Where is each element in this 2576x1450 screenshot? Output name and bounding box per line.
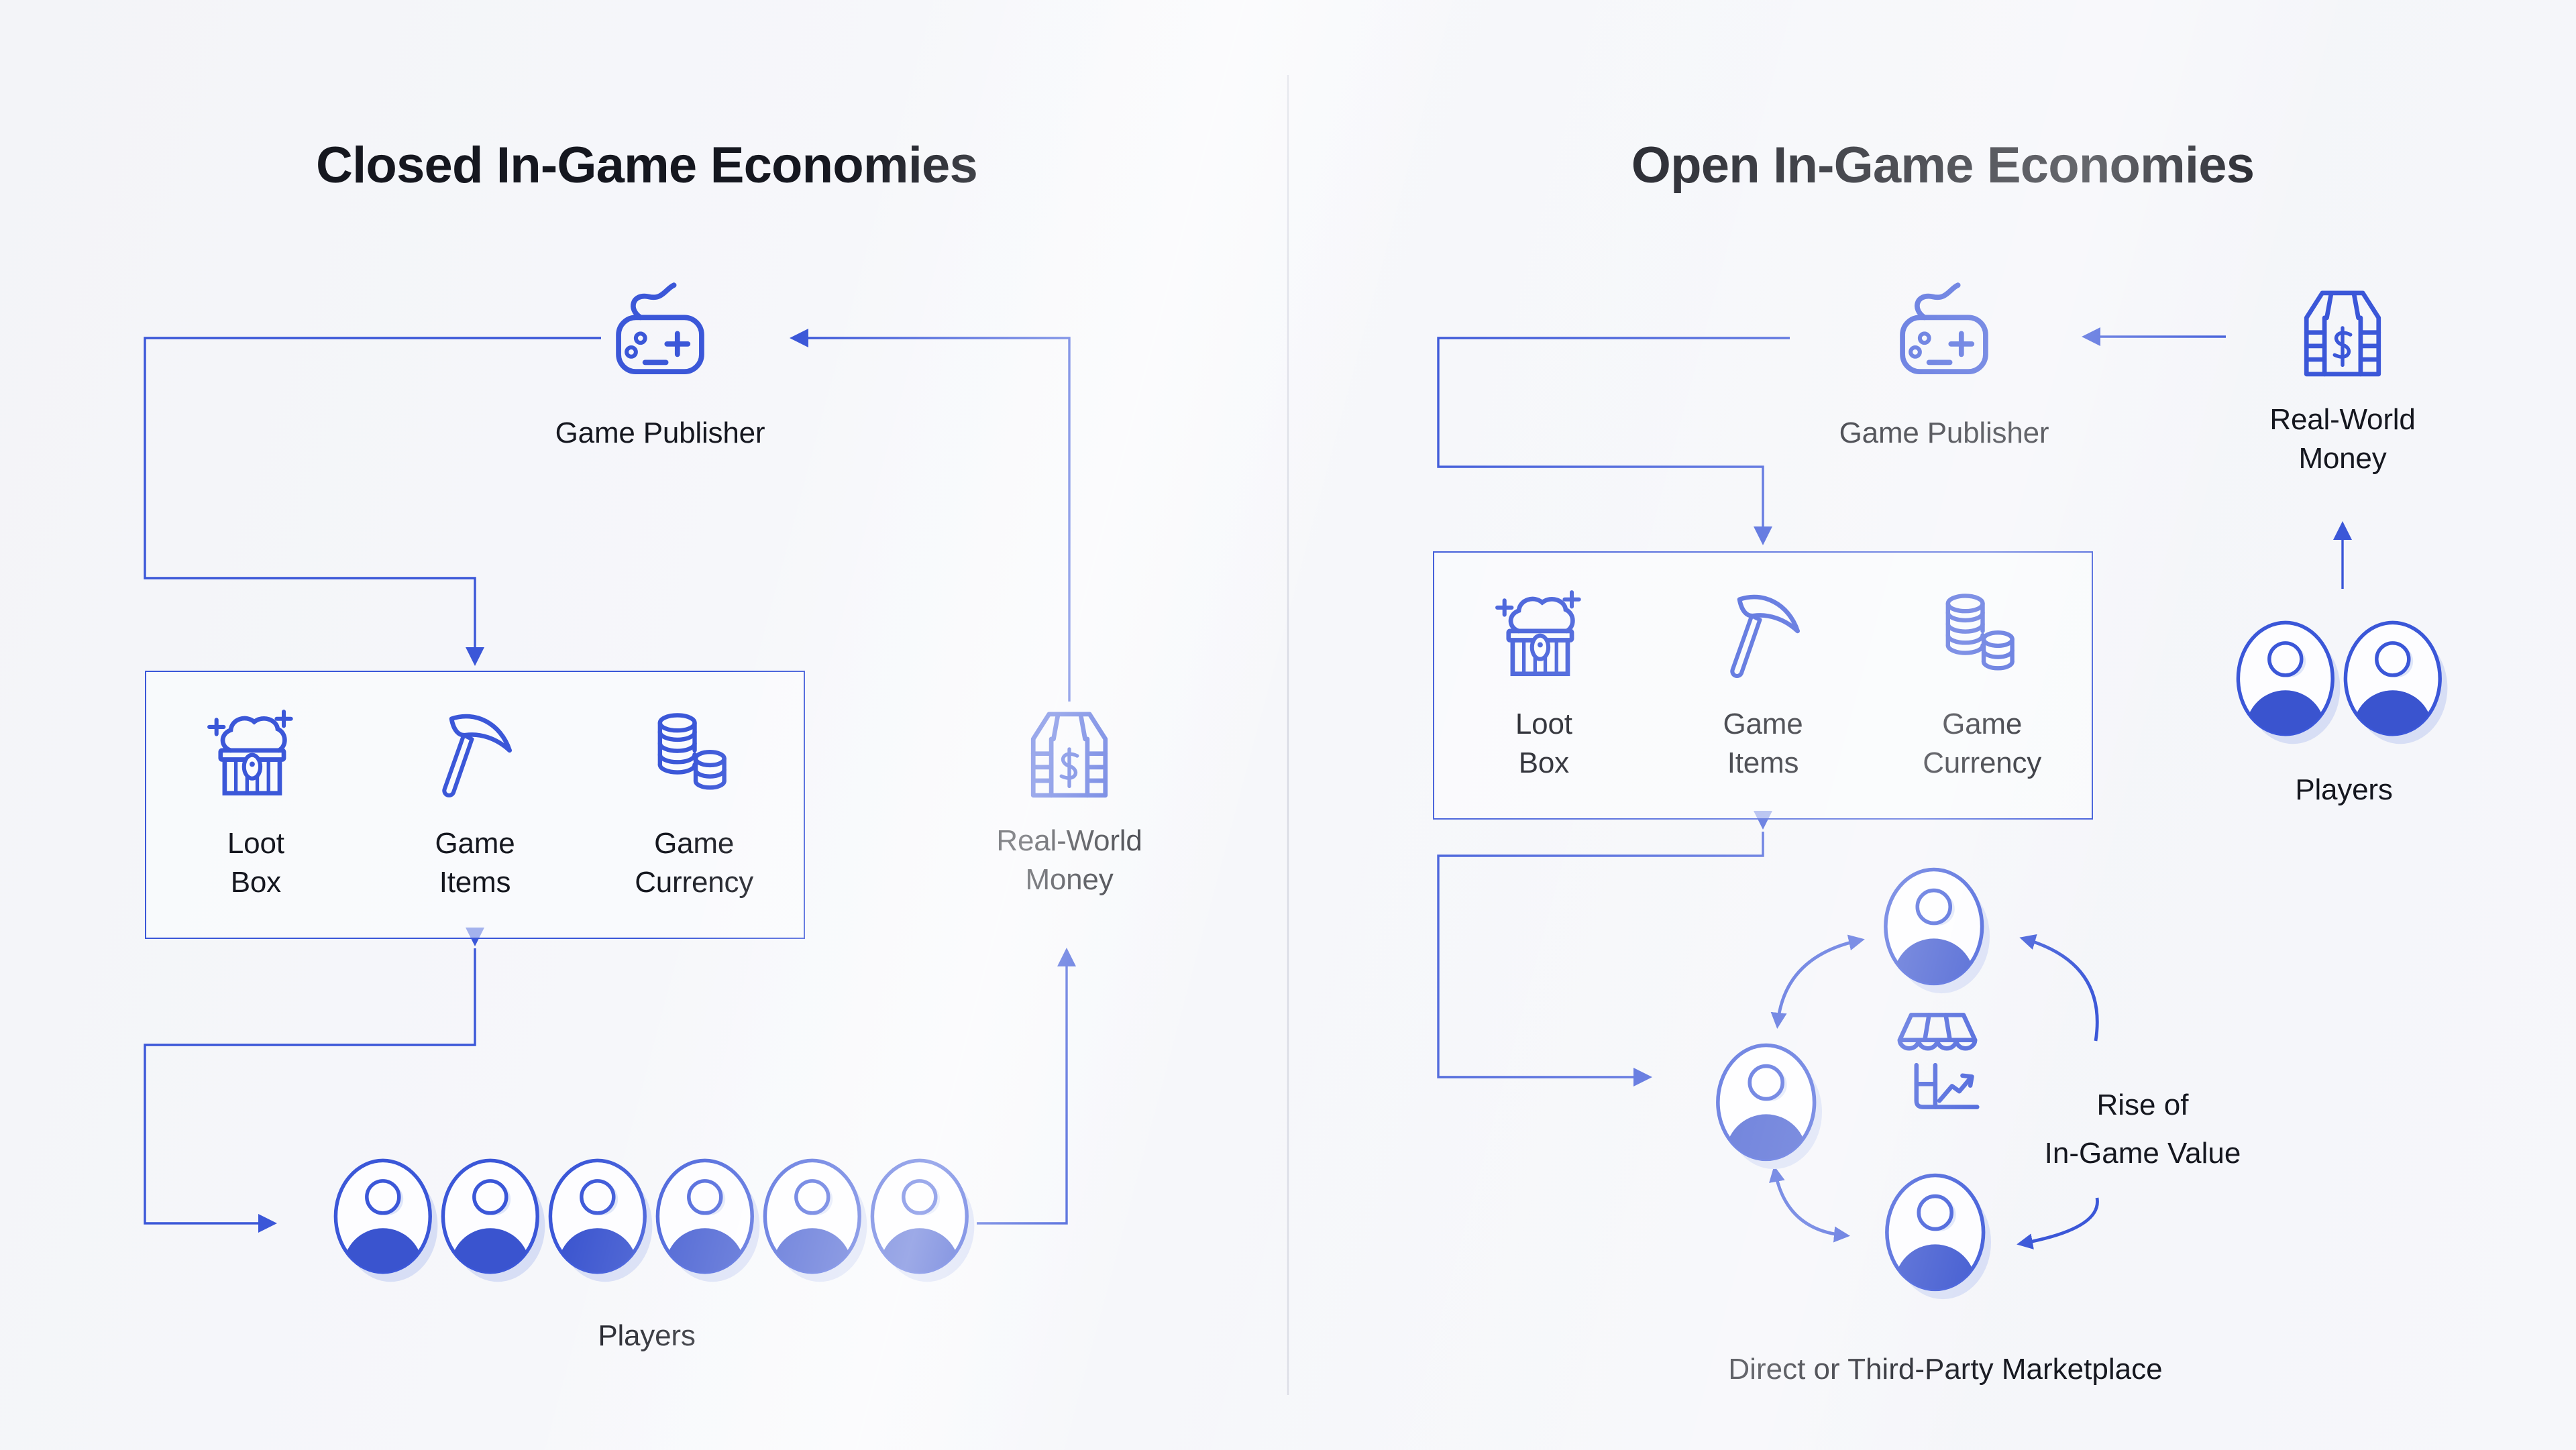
player-avatar-icon xyxy=(439,1156,546,1285)
cycle-arrow-top-right xyxy=(2019,934,2099,1042)
right-game-publisher-label: Game Publisher xyxy=(1839,416,2049,449)
right-currency-label-1: Game xyxy=(1942,707,2023,740)
player-avatar-icon xyxy=(761,1156,868,1285)
gamepad-icon xyxy=(1886,282,2002,397)
left-players-label: Players xyxy=(598,1319,696,1352)
right-real-world-money: Real-World Money xyxy=(2141,279,2544,478)
trader-avatar-top xyxy=(1881,865,1991,997)
left-loot-label-1: Loot xyxy=(227,826,284,860)
right-currency-label-2: Currency xyxy=(1923,746,2042,779)
treasure-chest-icon xyxy=(1493,586,1595,688)
left-items-label-2: Items xyxy=(439,865,511,899)
right-panel-title: Open In-Game Economies xyxy=(1631,138,2255,195)
player-avatar-icon xyxy=(331,1156,439,1285)
right-items-label-2: Items xyxy=(1727,746,1799,779)
right-players-label: Players xyxy=(2295,773,2393,806)
annotation-line-2: In-Game Value xyxy=(2044,1136,2241,1170)
left-game-publisher-label: Game Publisher xyxy=(555,416,765,449)
left-currency-label-1: Game xyxy=(654,826,735,860)
right-loot-box-item: Loot Box xyxy=(1434,553,1654,818)
pickaxe-icon xyxy=(1712,586,1814,688)
coin-stack-icon xyxy=(643,706,745,807)
right-money-label-1: Real-World xyxy=(2269,402,2416,436)
left-game-currency-item: Game Currency xyxy=(584,672,804,938)
right-game-currency-item: Game Currency xyxy=(1872,553,2092,818)
right-game-items-item: Game Items xyxy=(1654,553,1873,818)
left-money-label-2: Money xyxy=(1025,862,1114,896)
left-real-world-money: Real-World Money xyxy=(868,700,1271,899)
left-game-items-item: Game Items xyxy=(366,672,585,938)
right-goods-box: Loot Box Game Items Game Currency xyxy=(1433,551,2093,820)
annotation-line-1: Rise of xyxy=(2096,1088,2189,1121)
cycle-arrow-bottom-right xyxy=(2017,1197,2099,1249)
avatar-icon xyxy=(1713,1041,1823,1172)
right-loot-label-2: Box xyxy=(1518,746,1569,779)
player-avatar-icon xyxy=(868,1156,975,1285)
player-avatar-icon xyxy=(653,1156,761,1285)
pickaxe-icon xyxy=(424,706,526,807)
avatar-icon xyxy=(1881,865,1991,997)
banknote-stack-icon xyxy=(1013,700,1126,805)
right-game-publisher: Game Publisher xyxy=(1743,282,2145,452)
left-game-publisher: Game Publisher xyxy=(459,282,861,452)
trader-avatar-left xyxy=(1713,1041,1823,1172)
coin-stack-icon xyxy=(1931,586,2033,688)
rise-in-game-value-annotation: Rise of In-Game Value xyxy=(1941,1081,2344,1178)
cycle-arrow-top-left xyxy=(1770,934,1865,1029)
left-money-label-1: Real-World xyxy=(996,824,1142,857)
gamepad-icon xyxy=(602,282,718,397)
right-money-label-2: Money xyxy=(2298,441,2387,475)
avatar-icon xyxy=(1882,1171,1992,1302)
left-items-label-1: Game xyxy=(435,826,515,860)
marketplace-caption: Direct or Third-Party Marketplace xyxy=(1728,1352,2163,1386)
right-loot-label-1: Loot xyxy=(1515,707,1572,740)
player-avatar-icon xyxy=(546,1156,653,1285)
right-items-label-1: Game xyxy=(1723,707,1803,740)
cycle-arrow-bottom-left xyxy=(1769,1166,1850,1243)
treasure-chest-icon xyxy=(205,706,307,807)
left-currency-label-2: Currency xyxy=(635,865,754,899)
banknote-stack-icon xyxy=(2286,279,2399,384)
left-loot-box-item: Loot Box xyxy=(146,672,366,938)
player-avatar-icon xyxy=(2341,618,2449,747)
left-players-row xyxy=(331,1156,975,1285)
left-loot-label-2: Box xyxy=(230,865,281,899)
trader-avatar-bottom xyxy=(1882,1171,1992,1302)
left-goods-box: Loot Box Game Items Game Currency xyxy=(145,671,805,939)
player-avatar-icon xyxy=(2234,618,2341,747)
arrow-publisher-to-box-right xyxy=(1437,337,1790,545)
right-players-row xyxy=(2234,618,2449,747)
left-panel-title: Closed In-Game Economies xyxy=(316,138,978,195)
arrow-players-to-money-left xyxy=(977,948,1076,1225)
